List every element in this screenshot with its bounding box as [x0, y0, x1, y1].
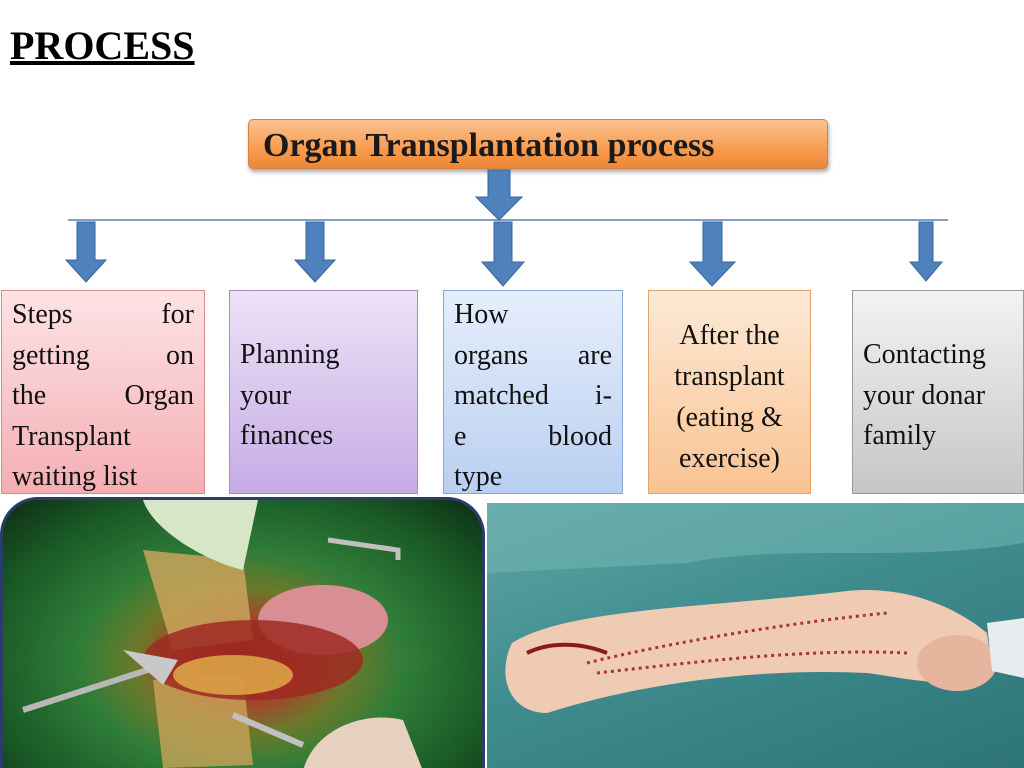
box-line: type — [454, 461, 503, 492]
process-box-finances: Planning your finances — [229, 290, 418, 494]
arm-photo-image — [487, 503, 1024, 768]
process-box-waiting-list: Steps for getting on the Organ Transplan… — [1, 290, 205, 494]
down-arrow-5 — [908, 221, 944, 282]
box-line: After the — [679, 320, 780, 351]
process-box-donor-family: Contacting your donar family — [852, 290, 1024, 494]
box-line: finances — [240, 420, 334, 451]
box-line: Contacting — [863, 339, 986, 370]
box-line: transplant — [674, 361, 785, 392]
box-line: the Organ — [12, 380, 194, 411]
root-node: Organ Transplantation process — [248, 119, 828, 169]
process-box-matching: How organs are matched i- e blood type — [443, 290, 623, 494]
box-line: Planning — [240, 339, 340, 370]
down-arrow-2 — [293, 221, 337, 283]
box-line: e blood — [454, 420, 612, 452]
connector-line — [68, 219, 948, 221]
box-line: (eating & — [676, 402, 783, 433]
down-arrow-3 — [480, 221, 526, 287]
box-line: family — [863, 420, 937, 451]
box-line: Steps for — [12, 299, 194, 330]
down-arrow-1 — [64, 221, 108, 283]
surgery-photo-image — [0, 497, 485, 768]
box-line: your donar — [863, 379, 986, 411]
surgery-photo-drawing — [22, 500, 422, 768]
page-title: PROCESS — [10, 23, 195, 68]
box-line: matched i- — [454, 380, 612, 411]
arm-photo-drawing — [487, 503, 1024, 713]
down-arrow-4 — [688, 221, 737, 287]
down-arrow-root — [474, 169, 524, 221]
box-line: organs are — [454, 339, 612, 371]
box-line: Transplant — [12, 420, 131, 452]
box-line: waiting list — [12, 461, 138, 492]
process-box-after-transplant: After the transplant (eating & exercise) — [648, 290, 811, 494]
box-line: How — [454, 299, 509, 330]
root-node-label: Organ Transplantation process — [263, 127, 715, 164]
box-line: exercise) — [678, 443, 781, 474]
box-line: getting on — [12, 339, 194, 371]
box-line: your — [240, 379, 292, 411]
